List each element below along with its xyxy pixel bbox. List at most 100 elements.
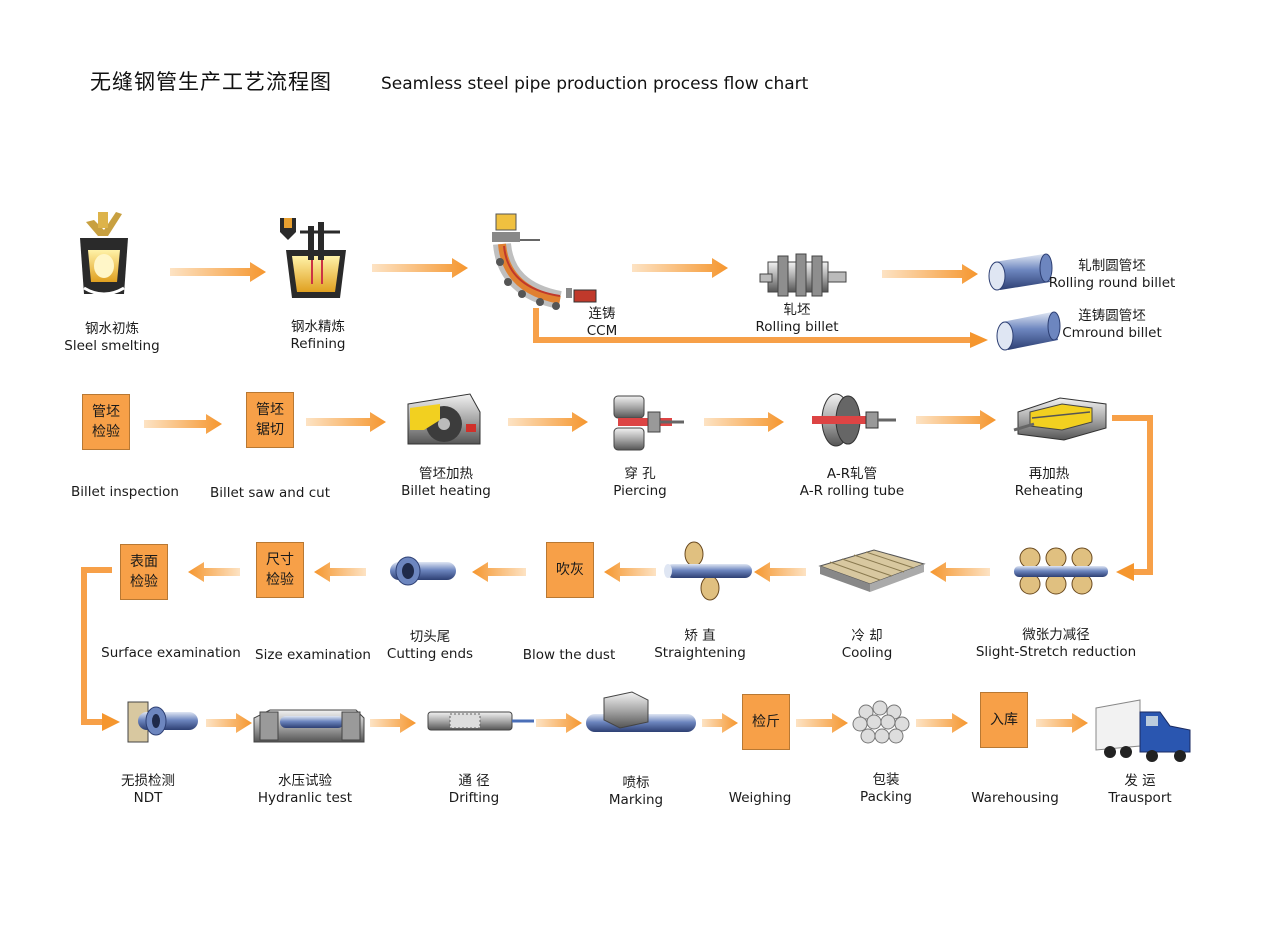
arrow-right (702, 713, 738, 733)
step-stretch-reduction: 微张力减径 Slight-Stretch reduction (964, 627, 1148, 661)
arrow-left (188, 562, 240, 582)
marking-illustration (586, 691, 696, 732)
step-label-zh: A-R轧管 (826, 466, 878, 482)
connector-surface-to-ndt (81, 567, 112, 725)
packing-illustration (852, 700, 910, 744)
arrow-right (632, 258, 728, 278)
cooling-bed-illustration (818, 549, 926, 592)
ndt-illustration (127, 701, 198, 743)
arrow-right (882, 264, 978, 284)
step-label-zh: 再加热 (1028, 466, 1070, 482)
step-label-en: Rolling round billet (1048, 275, 1176, 291)
step-label-zh: 连铸 (588, 306, 616, 322)
step-steel-smelting: 钢水初炼 Sleel smelting (52, 321, 172, 355)
step-rolling-billet: 轧坯 Rolling billet (740, 302, 854, 336)
arrow-head (970, 332, 988, 348)
billet-inspection-box: 管坯 检验 (82, 394, 130, 450)
arrow-right (206, 713, 252, 733)
step-hydraulic: 水压试验 Hydranlic test (250, 773, 360, 807)
step-label-en: Weighing (728, 790, 792, 806)
step-ccm: 连铸 CCM (572, 306, 632, 340)
arrow-right (170, 262, 266, 282)
arrow-right (1036, 713, 1088, 733)
step-label-en: Billet inspection (71, 484, 179, 500)
step-label-zh: 发 运 (1124, 773, 1156, 789)
arrow-right (306, 412, 386, 432)
step-label-en: Billet saw and cut (209, 485, 330, 501)
surface-exam-box: 表面 检验 (120, 544, 168, 600)
step-cmround-billet: 连铸圆管坯 Cmround billet (1052, 308, 1172, 342)
step-label-en: Cmround billet (1062, 325, 1162, 341)
arrow-right (372, 258, 468, 278)
step-straightening: 矫 直 Straightening (650, 628, 750, 662)
stretch-reduction-illustration (1014, 547, 1108, 595)
ccm-illustration (492, 213, 597, 310)
arrow-right (144, 414, 222, 434)
connector-reheating-down (1112, 415, 1153, 575)
cutting-ends-illustration (390, 556, 456, 586)
arrow-head (1116, 563, 1134, 581)
arrow-left (314, 562, 366, 582)
reheating-illustration (1013, 397, 1107, 441)
blow-dust-box: 吹灰 (546, 542, 594, 598)
step-packing: 包装 Packing (850, 772, 922, 806)
piercing-illustration (613, 395, 684, 451)
steel-smelting-illustration (80, 212, 128, 296)
step-transport: 发 运 Trausport (1100, 773, 1180, 807)
page-title: 无缝钢管生产工艺流程图 (90, 70, 332, 94)
step-cooling: 冷 却 Cooling (822, 628, 912, 662)
step-label-en: Slight-Stretch reduction (975, 644, 1137, 660)
step-label-en: Warehousing (971, 790, 1059, 806)
step-label-en: NDT (133, 790, 163, 806)
step-label-en: Cooling (841, 645, 893, 661)
truck-illustration (1095, 699, 1191, 762)
step-label-en: Reheating (1014, 483, 1084, 499)
arrow-right (796, 713, 848, 733)
size-exam-box: 尺寸 检验 (256, 542, 304, 598)
step-label-en: Rolling billet (755, 319, 839, 335)
flow-arrows-row3 (81, 562, 990, 731)
step-label-en: Cutting ends (386, 646, 474, 662)
arrow-right (704, 412, 784, 432)
step-label-en: A-R rolling tube (799, 483, 905, 499)
step-label-zh: 钢水精炼 (291, 319, 345, 335)
rolling-billet-illustration (759, 253, 847, 297)
step-ndt: 无损检测 NDT (106, 773, 190, 807)
step-label-en: Marking (608, 792, 664, 808)
step-label-zh: 冷 却 (851, 628, 883, 644)
billet-saw-box: 管坯 锯切 (246, 392, 294, 448)
step-label-zh: 无损检测 (121, 773, 175, 789)
step-label-zh: 喷标 (622, 775, 650, 791)
billet-heating-illustration (407, 393, 481, 445)
hydraulic-test-illustration (253, 709, 365, 743)
warehousing-box: 入库 (980, 692, 1028, 748)
connector-ccm-to-cmround (533, 308, 972, 343)
arrow-head (102, 713, 120, 731)
flow-arrows-row4 (206, 713, 1088, 733)
step-marking: 喷标 Marking (600, 775, 672, 809)
arrow-right (916, 410, 996, 430)
arrow-left (604, 562, 656, 582)
step-label-zh: 微张力减径 (1022, 627, 1090, 643)
step-label-en: Drifting (448, 790, 500, 806)
step-label-en: CCM (586, 323, 618, 339)
round-billet-illustration (988, 253, 1053, 291)
step-label-zh: 轧制圆管坯 (1078, 258, 1146, 274)
step-label-en: Size examination (255, 647, 371, 663)
step-label-en: Sleel smelting (64, 338, 160, 354)
step-label-en: Piercing (613, 483, 667, 499)
step-label-zh: 管坯加热 (419, 466, 473, 482)
refining-illustration (280, 218, 346, 298)
step-label-en: Refining (290, 336, 346, 352)
step-label-zh: 连铸圆管坯 (1078, 308, 1146, 324)
step-label-zh: 轧坯 (783, 302, 811, 318)
step-label-en: Trausport (1108, 790, 1172, 806)
cmround-billet-illustration (996, 311, 1061, 351)
arrow-left (472, 562, 526, 582)
step-label-zh: 包装 (872, 772, 900, 788)
step-label-zh: 穿 孔 (624, 466, 656, 482)
step-ar-rolling: A-R轧管 A-R rolling tube (790, 466, 914, 500)
step-rolling-round-billet: 轧制圆管坯 Rolling round billet (1042, 258, 1182, 292)
